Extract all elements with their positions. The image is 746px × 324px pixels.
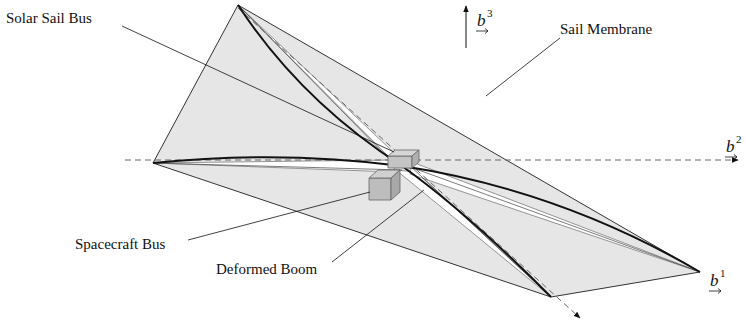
sail-membrane bbox=[153, 5, 700, 297]
axis-letter: b bbox=[726, 138, 735, 155]
boom-strip bbox=[238, 5, 410, 168]
deformed-boom bbox=[153, 5, 700, 297]
axis-letter: b bbox=[477, 12, 486, 29]
leader-lines bbox=[122, 26, 560, 262]
tension-lines bbox=[153, 5, 700, 297]
part-label: Solar Sail Bus bbox=[6, 11, 92, 26]
part-label: Spacecraft Bus bbox=[75, 237, 165, 252]
spacecraft-bus bbox=[369, 170, 400, 200]
b3-axis bbox=[466, 6, 467, 48]
axis-letter: b bbox=[710, 272, 719, 289]
boom-strip bbox=[410, 162, 700, 272]
axis-index: 3 bbox=[487, 8, 493, 19]
part-label: Deformed Boom bbox=[216, 262, 317, 277]
b2-axis bbox=[125, 160, 738, 161]
axis-index: 2 bbox=[736, 134, 742, 145]
axis-index: 1 bbox=[720, 268, 726, 279]
part-label: Sail Membrane bbox=[560, 22, 652, 37]
solar-sail-bus bbox=[388, 150, 419, 168]
vector-arrows bbox=[476, 29, 737, 294]
